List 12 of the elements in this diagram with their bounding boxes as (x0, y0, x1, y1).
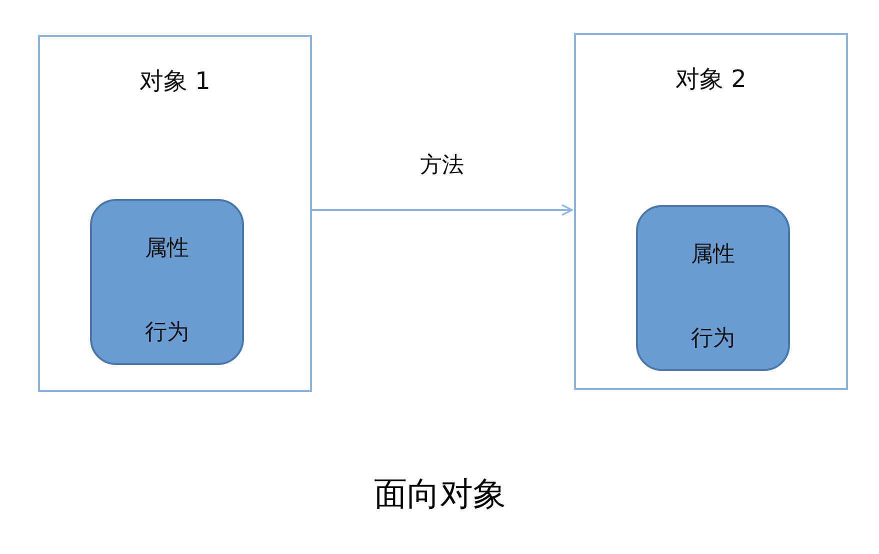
caption: 面向对象 (373, 473, 507, 515)
property-box (636, 205, 790, 371)
property-box (90, 199, 244, 365)
object-title: 对象 1 (138, 66, 212, 97)
arrow (312, 204, 573, 216)
object-box (574, 33, 848, 390)
property-text: 行为 (690, 325, 736, 353)
object-title: 对象 2 (674, 64, 748, 95)
property-text: 属性 (690, 241, 736, 269)
property-text: 行为 (144, 319, 190, 347)
property-text: 属性 (144, 235, 190, 263)
object-box (38, 35, 312, 392)
